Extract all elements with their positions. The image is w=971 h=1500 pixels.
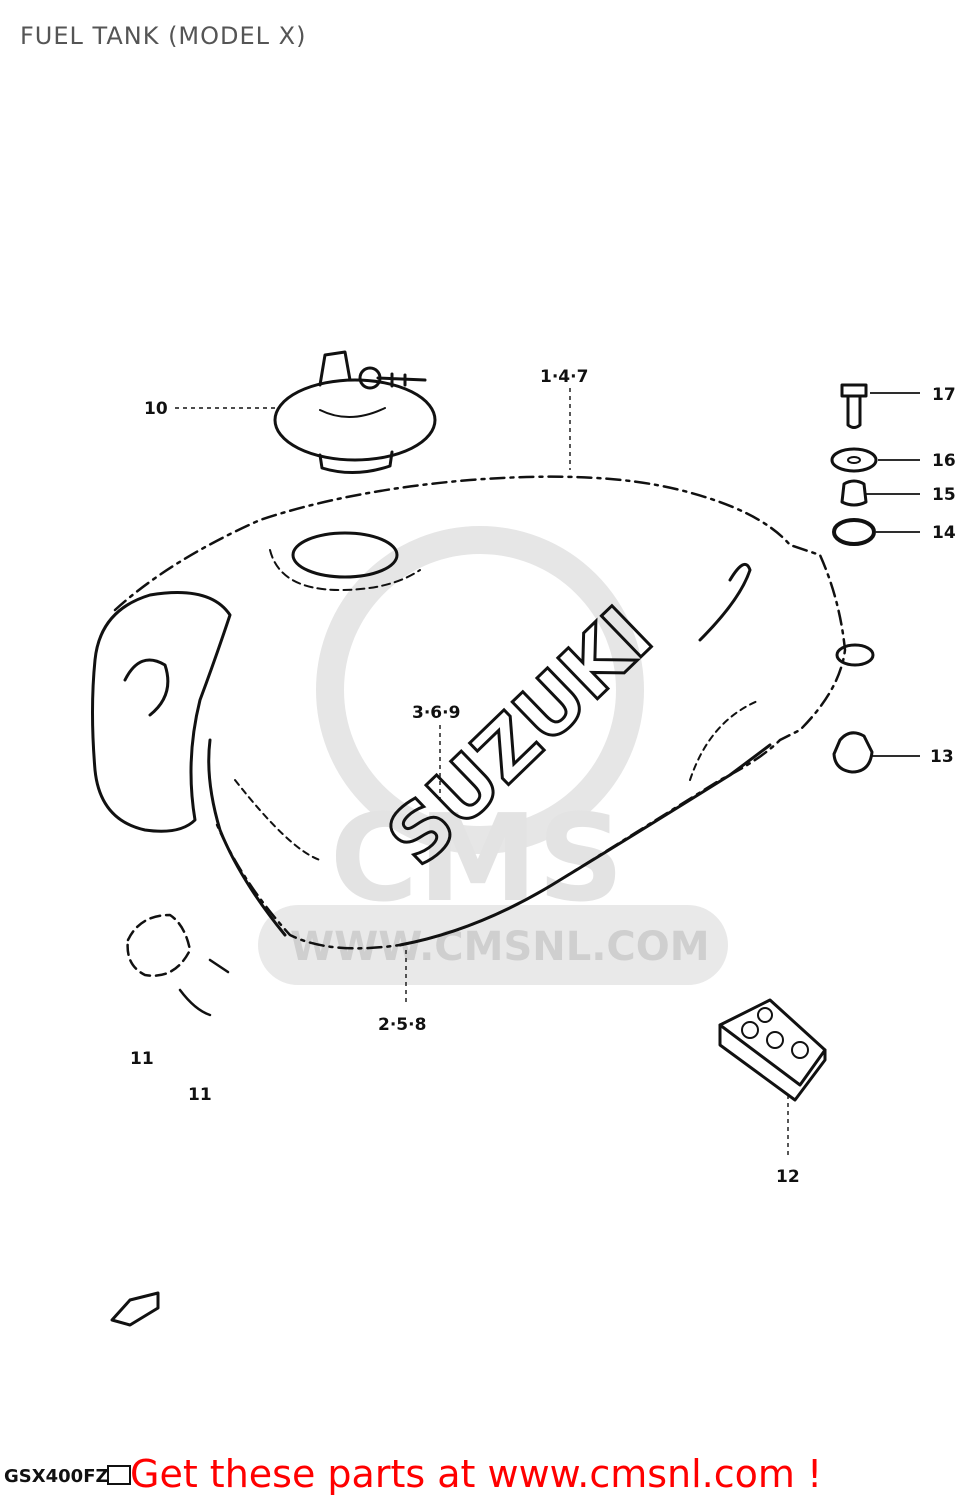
callout-16: 16 [932, 451, 956, 471]
model-code-box [107, 1465, 131, 1485]
watermark: CMS WWW.CMSNL.COM [258, 526, 728, 985]
callout-14: 14 [932, 523, 956, 543]
front-cushion [832, 731, 874, 774]
page-title: FUEL TANK (MODEL X) [20, 22, 307, 50]
spacer [840, 479, 868, 507]
fuel-tank [91, 475, 875, 950]
fuel-cap [273, 350, 437, 475]
promo-link[interactable]: Get these parts at www.cmsnl.com ! [130, 1452, 823, 1496]
callout-3-6-9: 3·6·9 [412, 703, 460, 723]
washer [830, 447, 878, 473]
callout-labels: 1·4·7 3·6·9 2·5·8 10 11 11 12 13 14 15 1… [130, 367, 956, 1187]
emblem-part [126, 913, 230, 1017]
callout-15: 15 [932, 485, 956, 505]
callout-12: 12 [776, 1167, 800, 1187]
watermark-banner [258, 905, 728, 985]
watermark-url: WWW.CMSNL.COM [290, 924, 710, 970]
direction-arrow [110, 1291, 160, 1327]
callout-10: 10 [144, 399, 168, 419]
model-code: GSX400FZ [4, 1466, 109, 1487]
callout-2-5-8: 2·5·8 [378, 1015, 426, 1035]
bolt [840, 383, 868, 429]
callout-11a: 11 [130, 1049, 154, 1069]
callout-13: 13 [930, 747, 954, 767]
leader-lines [175, 388, 920, 1155]
callout-1-4-7: 1·4·7 [540, 367, 588, 387]
callout-17: 17 [932, 385, 956, 405]
damper-block [718, 998, 827, 1102]
watermark-mascot [316, 526, 644, 854]
callout-11b: 11 [188, 1085, 212, 1105]
cushion [832, 518, 876, 546]
